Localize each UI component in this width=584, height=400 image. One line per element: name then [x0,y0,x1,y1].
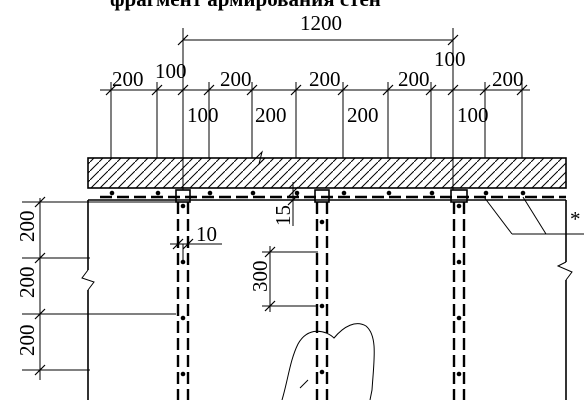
dim-offset-15: 15 [271,205,295,226]
dim-left-1: 200 [15,211,39,243]
dim-left-2: 200 [15,267,39,299]
dim-left-3: 200 [15,325,39,357]
callout-leader: * [483,196,584,235]
dim-upper-3: 200 [220,67,252,91]
dim-cover-10: 10 [196,222,217,246]
dim-lower-2: 200 [255,103,287,127]
wall-rebar-column-1 [175,189,191,400]
dim-upper-6: 100 [434,47,466,71]
cover-dimension: 10 [170,222,222,262]
dim-upper-4: 200 [309,67,341,91]
dim-upper-5: 200 [398,67,430,91]
dim-lower-1: 100 [187,103,219,127]
right-wall-edge [556,200,573,400]
dim-overall: 1200 [300,11,342,35]
dim-lower-4: 100 [457,103,489,127]
wall-rebar-column-2 [314,189,330,400]
dim-upper-2: 100 [155,59,187,83]
callout-mark: * [570,207,581,231]
dim-spacing-300: 300 [248,261,272,293]
rebar-offset-dimension: 15 [271,182,299,226]
dim-upper-1: 200 [112,67,144,91]
left-dimension-chain: 200 200 200 [15,196,176,380]
wall-rebar-column-3 [450,189,468,400]
slab-rebar-dots [109,190,526,196]
dim-upper-7: 200 [492,67,524,91]
top-dimension-chain: 1200 200 100 200 200 200 100 200 [100,11,530,190]
irregular-opening-outline [281,323,375,400]
drawing-title: фрагмент армирования стен [110,0,381,11]
dim-lower-3: 200 [347,103,379,127]
bar-spacing-dimension: 300 [248,246,318,312]
